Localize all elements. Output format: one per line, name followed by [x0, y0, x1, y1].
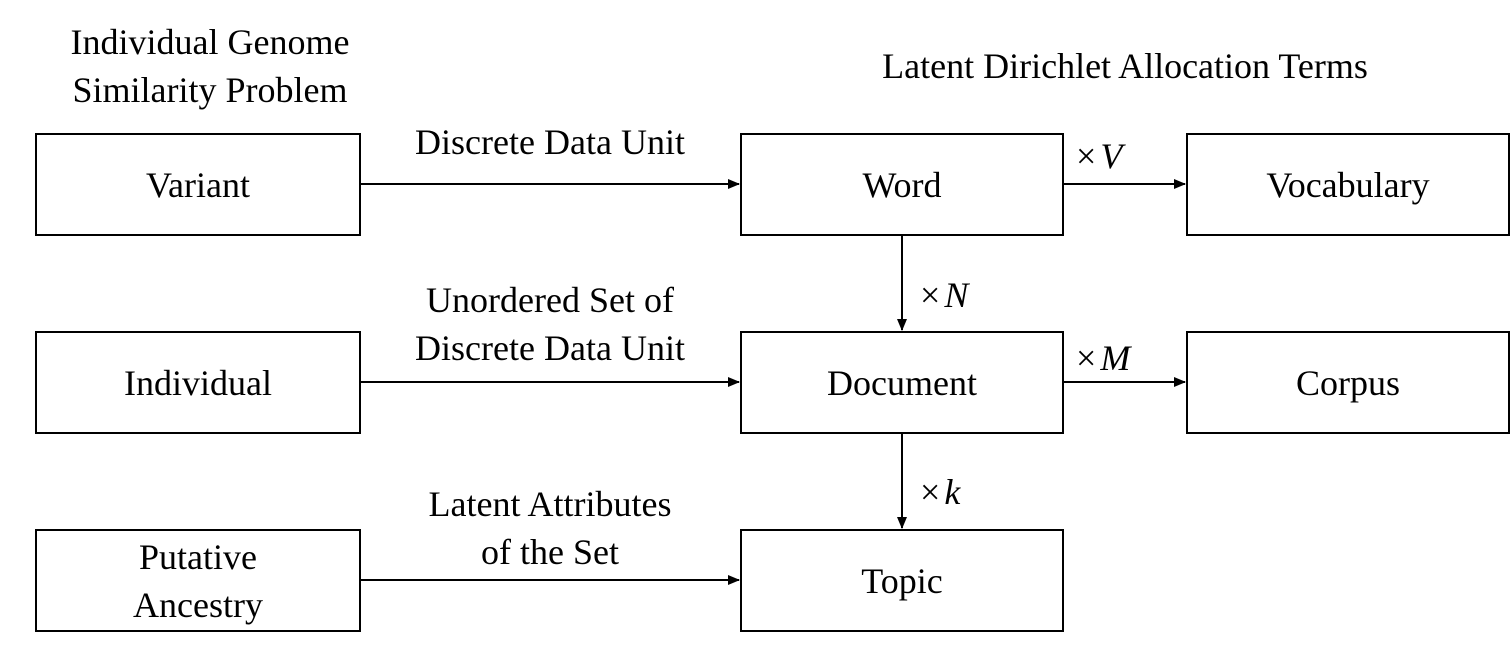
label-ancestry-topic: Latent Attributes of the Set: [360, 480, 740, 576]
mult-k-symbol: ×: [920, 472, 941, 512]
label-ancestry-topic-line-1: Latent Attributes: [428, 484, 672, 524]
mult-n-symbol: ×: [920, 275, 941, 315]
label-individual-document-line-1: Unordered Set of: [426, 280, 674, 320]
label-ancestry-topic-line-2: of the Set: [481, 532, 619, 572]
box-individual: Individual: [35, 331, 361, 434]
right-heading-text: Latent Dirichlet Allocation Terms: [882, 46, 1368, 86]
box-document-label: Document: [827, 362, 977, 403]
left-heading-line-1: Individual Genome: [70, 22, 350, 62]
mult-k-var: k: [944, 472, 961, 512]
mult-m-symbol: ×: [1076, 338, 1097, 378]
box-individual-label: Individual: [124, 362, 272, 403]
mult-v-var: V: [1100, 136, 1123, 176]
box-ancestry-line-2: Ancestry: [133, 584, 263, 625]
box-variant: Variant: [35, 133, 361, 236]
right-heading: Latent Dirichlet Allocation Terms: [780, 42, 1470, 90]
left-heading: Individual Genome Similarity Problem: [30, 18, 390, 114]
label-variant-word-line-1: Discrete Data Unit: [415, 122, 685, 162]
box-document: Document: [740, 331, 1064, 434]
box-corpus: Corpus: [1186, 331, 1510, 434]
mult-word-document: ×N: [920, 273, 968, 317]
label-individual-document: Unordered Set of Discrete Data Unit: [360, 276, 740, 372]
label-variant-word: Discrete Data Unit: [360, 118, 740, 166]
box-variant-label: Variant: [146, 164, 250, 205]
box-topic: Topic: [740, 529, 1064, 632]
mult-v-symbol: ×: [1076, 136, 1097, 176]
mult-document-topic: ×k: [920, 470, 960, 514]
left-heading-line-2: Similarity Problem: [72, 70, 348, 110]
box-vocabulary: Vocabulary: [1186, 133, 1510, 236]
box-corpus-label: Corpus: [1295, 362, 1400, 403]
mult-word-vocabulary: ×V: [1076, 134, 1122, 178]
mult-document-corpus: ×M: [1076, 336, 1130, 380]
box-topic-label: Topic: [861, 560, 943, 601]
box-ancestry-line-1: Putative: [139, 536, 257, 577]
mult-n-var: N: [944, 275, 969, 315]
box-word-label: Word: [862, 164, 942, 205]
box-vocabulary-label: Vocabulary: [1266, 164, 1430, 205]
label-individual-document-line-2: Discrete Data Unit: [415, 328, 685, 368]
mult-m-var: M: [1100, 338, 1131, 378]
box-putative-ancestry: Putative Ancestry: [35, 529, 361, 632]
box-word: Word: [740, 133, 1064, 236]
